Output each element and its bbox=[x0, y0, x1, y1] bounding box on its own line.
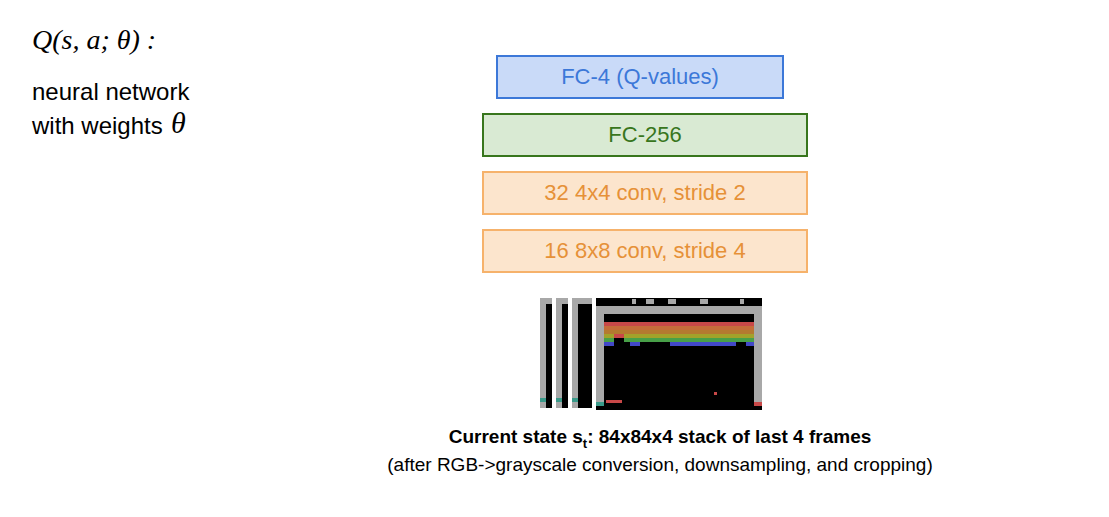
conv-layer-box: 16 8x8 conv, stride 4 bbox=[482, 229, 808, 273]
description-text: with weights bbox=[32, 112, 163, 140]
caption-text: : 84x84x4 stack of last 4 frames bbox=[587, 426, 871, 447]
theta-symbol: θ bbox=[171, 106, 186, 140]
layer-label: FC-4 (Q-values) bbox=[561, 64, 719, 90]
layer-label: 16 8x8 conv, stride 4 bbox=[544, 238, 745, 264]
fc-layer-box: FC-4 (Q-values) bbox=[496, 55, 784, 99]
description-text: neural network bbox=[32, 78, 189, 106]
fc-layer-box: FC-256 bbox=[482, 113, 808, 157]
frame-4 bbox=[592, 298, 762, 410]
caption-line: (after RGB->grayscale conversion, downsa… bbox=[0, 454, 1109, 476]
conv-layer-box: 32 4x4 conv, stride 2 bbox=[482, 171, 808, 215]
caption-note: (after RGB->grayscale conversion, downsa… bbox=[387, 454, 932, 475]
caption-line: Current state st: 84x84x4 stack of last … bbox=[0, 426, 1109, 451]
caption-text: Current state s bbox=[449, 426, 583, 447]
q-function-label: Q(s, a; θ) : bbox=[32, 24, 156, 56]
caption-subscript: t bbox=[583, 436, 587, 451]
layer-label: 32 4x4 conv, stride 2 bbox=[544, 180, 745, 206]
layer-label: FC-256 bbox=[608, 122, 681, 148]
